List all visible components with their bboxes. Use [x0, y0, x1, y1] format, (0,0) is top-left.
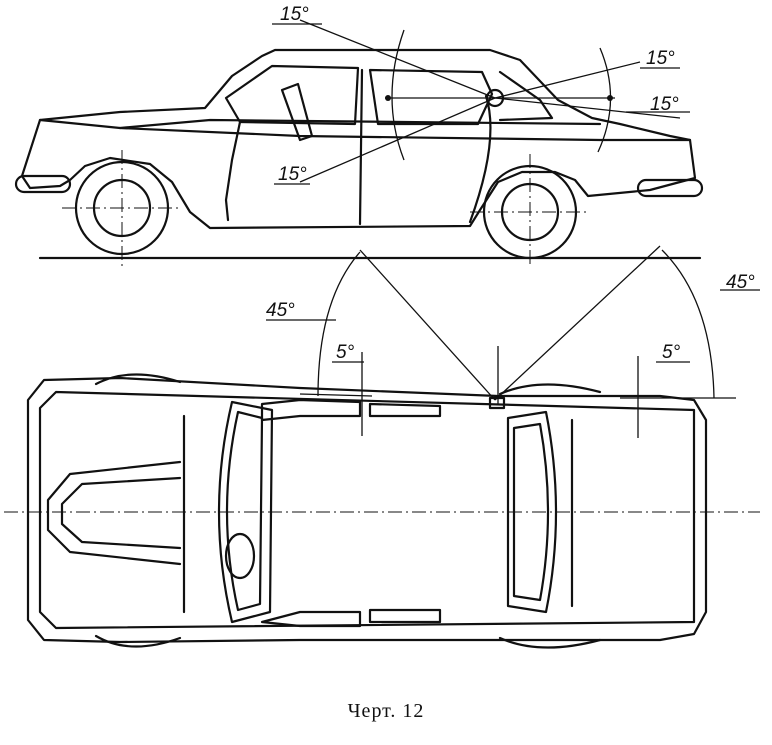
rear-door-edge [468, 94, 492, 224]
sight-line-wide-left [359, 249, 496, 401]
wheel-front-right [94, 634, 182, 648]
arc-45-right [661, 249, 715, 399]
windshield-inner [225, 410, 264, 612]
wheel-front-left [94, 373, 182, 386]
front-vent-window [280, 82, 314, 142]
angle-label-side-bottom-left: 15° [278, 164, 307, 185]
side-window-rear-right [368, 608, 442, 624]
side-view: 15° 15° 15° 15° [14, 4, 704, 268]
arc-left [391, 29, 405, 161]
angle-label-plan-right-wide: 45° [726, 272, 755, 293]
rear-window-top [506, 410, 558, 614]
sight-line-upper-right [494, 61, 641, 99]
door-divider [358, 68, 364, 226]
hood-emblem [46, 460, 182, 566]
wheel-rear-left [498, 383, 602, 396]
car-body-side [20, 48, 697, 230]
angle-label-side-top-left: 15° [280, 4, 309, 25]
mirror-plan [488, 396, 506, 410]
top-view: 45° 45° 5° 5° [4, 245, 760, 649]
hood-emblem-inner [60, 476, 182, 550]
ext-line-left [299, 393, 373, 397]
rear-bumper [636, 178, 704, 198]
side-window-front-left [260, 398, 362, 422]
belt-line [38, 118, 692, 142]
car-body-top [26, 376, 708, 644]
rear-quarter-window [498, 70, 554, 122]
front-window [224, 64, 360, 126]
side-window-rear-left [368, 402, 442, 418]
windshield [217, 400, 274, 624]
sight-line-upper-left [299, 19, 496, 99]
rear-wheel [470, 154, 590, 268]
hood-crease [118, 118, 602, 130]
front-door-edge [224, 120, 242, 222]
sight-line-lower-right [494, 97, 681, 119]
angle-label-side-right-lower: 15° [650, 94, 679, 115]
angle-label-plan-left-small: 5° [336, 342, 355, 363]
side-window-front-right [260, 610, 362, 628]
figure-caption: Черт. 12 [347, 700, 425, 722]
body-inner-outline [38, 390, 696, 630]
arc-45-left [317, 251, 361, 397]
angle-label-plan-left-wide: 45° [266, 300, 295, 321]
angle-label-side-right-upper: 15° [646, 48, 675, 69]
sight-line-wide-right [494, 245, 661, 401]
front-wheel [62, 150, 182, 268]
rear-window-top-inner [512, 422, 550, 602]
roof-hatch [224, 532, 256, 580]
wheel-rear-right [498, 636, 602, 649]
arc-right-center-dot [607, 95, 613, 101]
rear-window [368, 68, 494, 126]
angle-label-plan-right-small: 5° [662, 342, 681, 363]
vehicle-mirror-view-drawing: 15° 15° 15° 15° [4, 4, 760, 649]
arc-left-center-dot [385, 95, 391, 101]
front-bumper [14, 174, 72, 194]
